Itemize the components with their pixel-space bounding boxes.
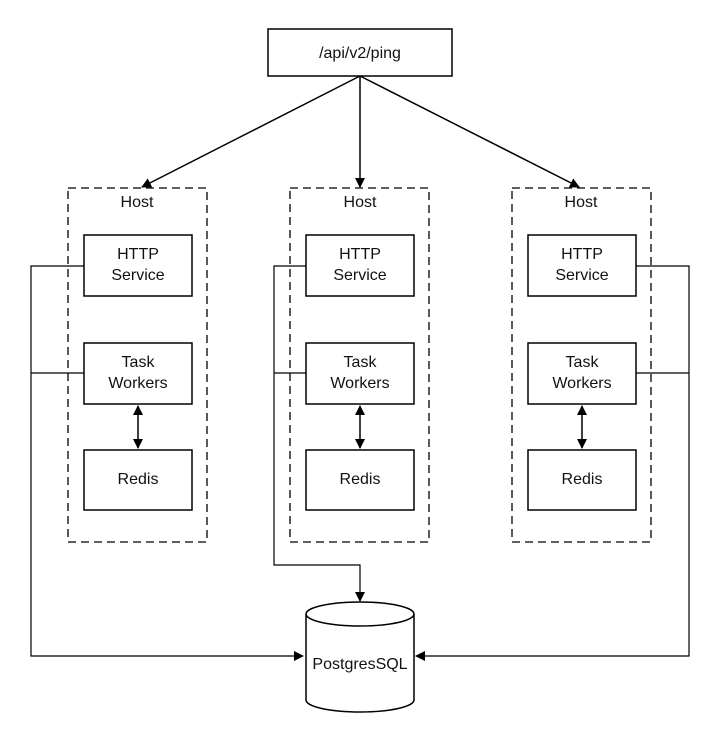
- task-workers-line2: Workers: [552, 375, 611, 392]
- http-service-node: HTTP Service: [83, 234, 193, 297]
- host-2-http-link: [273, 265, 365, 602]
- redis-node: Redis: [305, 449, 415, 511]
- http-service-line1: HTTP: [561, 246, 603, 263]
- database-label: PostgresSQL: [312, 656, 407, 673]
- host-title: Host: [344, 194, 377, 211]
- database-node: PostgresSQL: [305, 601, 415, 713]
- task-workers-node: Task Workers: [305, 342, 415, 405]
- task-workers-line2: Workers: [108, 375, 167, 392]
- endpoint-to-host-arrows: [141, 75, 580, 188]
- http-service-line1: HTTP: [117, 246, 159, 263]
- task-workers-node: Task Workers: [83, 342, 193, 405]
- task-workers-node: Task Workers: [527, 342, 637, 405]
- redis-node: Redis: [527, 449, 637, 511]
- host-1-http-link: [30, 265, 304, 661]
- arrow-to-host-1: [141, 75, 361, 188]
- host-1: Host HTTP Service Task Workers Redis: [67, 187, 208, 543]
- redis-label: Redis: [118, 471, 159, 488]
- db-connections: [30, 265, 690, 661]
- redis-label: Redis: [562, 471, 603, 488]
- task-workers-line1: Task: [566, 354, 600, 371]
- http-service-line2: Service: [111, 267, 164, 284]
- arrow-to-host-3: [359, 75, 580, 188]
- endpoint-label: /api/v2/ping: [319, 45, 401, 62]
- http-service-line1: HTTP: [339, 246, 381, 263]
- task-workers-line1: Task: [122, 354, 156, 371]
- host-2: Host HTTP Service Task Workers Redis: [289, 187, 430, 543]
- http-service-line2: Service: [333, 267, 386, 284]
- host-title: Host: [121, 194, 154, 211]
- task-workers-line2: Workers: [330, 375, 389, 392]
- host-3: Host HTTP Service Task Workers Redis: [511, 187, 652, 543]
- task-workers-line1: Task: [344, 354, 378, 371]
- http-service-node: HTTP Service: [305, 234, 415, 297]
- host-3-http-link: [415, 265, 690, 661]
- http-service-line2: Service: [555, 267, 608, 284]
- endpoint-node: /api/v2/ping: [267, 28, 453, 77]
- redis-label: Redis: [340, 471, 381, 488]
- redis-node: Redis: [83, 449, 193, 511]
- http-service-node: HTTP Service: [527, 234, 637, 297]
- host-title: Host: [565, 194, 598, 211]
